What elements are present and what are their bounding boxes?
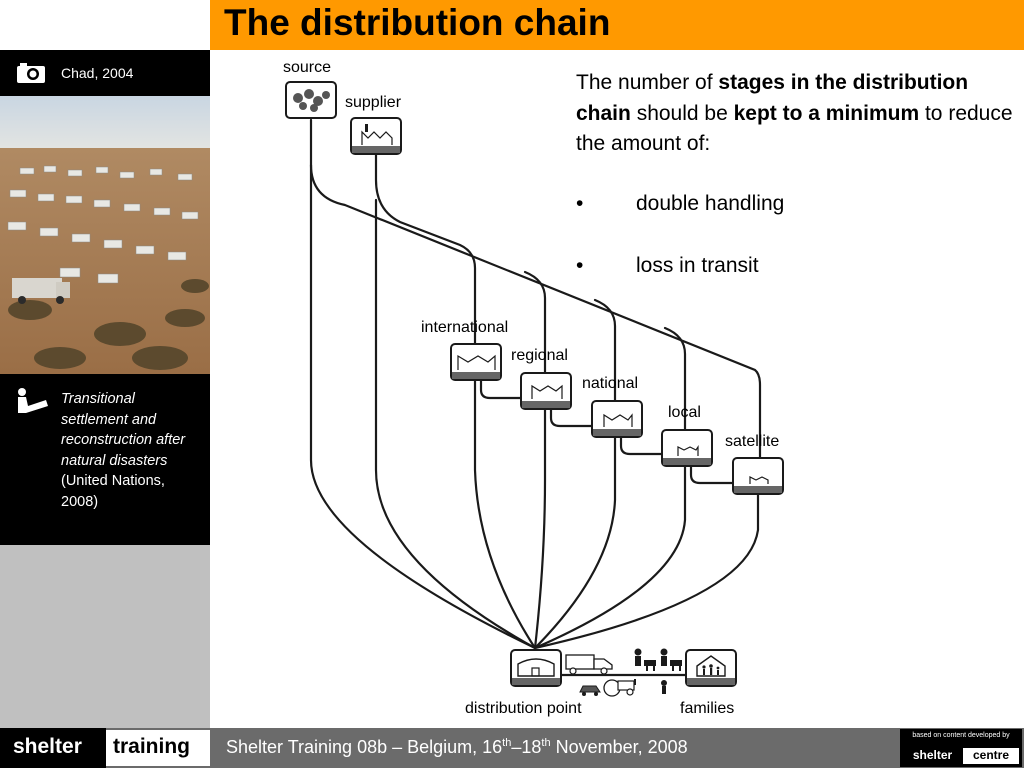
national-label: national [582,375,639,392]
truck-icon [565,654,613,675]
car-icon [579,685,601,696]
sidebar: Chad, 2004 [0,50,210,728]
bullet-symbol: • [576,254,584,277]
footer: shelter training Shelter Training 08b – … [0,728,1024,768]
intro-bold-2: kept to a minimum [733,101,920,125]
credit-small-text: based on content developed by [912,732,1010,739]
intro-bold-1: stages in the distribution chain [576,71,969,125]
event-info: Shelter Training 08b – Belgium, 16th–18t… [226,737,688,758]
people-and-animals-icon [634,648,682,694]
distribution-point-node [510,649,562,687]
bullet-symbol: • [576,192,584,215]
bullet-text: double handling [636,192,785,215]
source-trunk-line [309,118,762,460]
event-suffix: November, 2008 [550,737,688,757]
page-title: The distribution chain [224,2,611,43]
brand-shelter: shelter [0,728,106,768]
reading-book-icon [18,388,48,413]
credit-box: based on content developed by shelter ce… [900,729,1022,767]
event-sup-2: th [541,737,551,749]
bullet-text: loss in transit [636,254,759,277]
source-label: source [283,59,332,76]
intro-paragraph: The number of stages in the distribution… [576,68,1016,160]
national-node [591,400,643,438]
international-label: international [421,319,509,336]
title-left-blank [0,0,210,50]
reference-box: Transitional settlement and reconstructi… [0,374,210,545]
event-sup-1: th [502,737,512,749]
event-prefix: Shelter Training 08b – Belgium, 16 [226,737,503,757]
regional-node [520,372,572,410]
supplier-label: supplier [345,94,402,111]
reference-text: Transitional settlement and reconstructi… [61,389,201,512]
credit-shelter: shelter [912,748,953,762]
event-mid: –18 [511,737,542,757]
credit-centre: centre [963,748,1019,764]
title-bar: The distribution chain [210,0,1024,50]
families-label: families [680,700,735,717]
local-label: local [668,404,701,421]
intro-part-2: should be [630,101,734,125]
local-node [661,429,713,467]
intro-part-3: to reduce the amount of: [576,101,1013,156]
tractor-icon [603,679,636,697]
reference-title: Transitional settlement and reconstructi… [61,391,186,469]
satellite-node [732,457,784,495]
families-node [685,649,737,687]
brand-training: training [106,730,210,766]
photo-caption-text: Chad, 2004 [61,65,134,81]
camera-icon [17,63,45,83]
intro-part-1: The number of [576,71,719,94]
satellite-label: satellite [725,433,780,450]
distribution-chain-diagram: source supplier international regional n… [210,50,1024,728]
camp-photo [0,96,210,374]
international-node [450,343,502,381]
source-node [285,81,337,119]
regional-label: regional [511,347,568,364]
supplier-trunk-line [374,153,477,352]
photo-caption: Chad, 2004 [0,50,210,96]
supplier-node [350,117,402,155]
distribution-point-label: distribution point [465,700,582,717]
reference-source: (United Nations, 2008) [61,473,165,510]
